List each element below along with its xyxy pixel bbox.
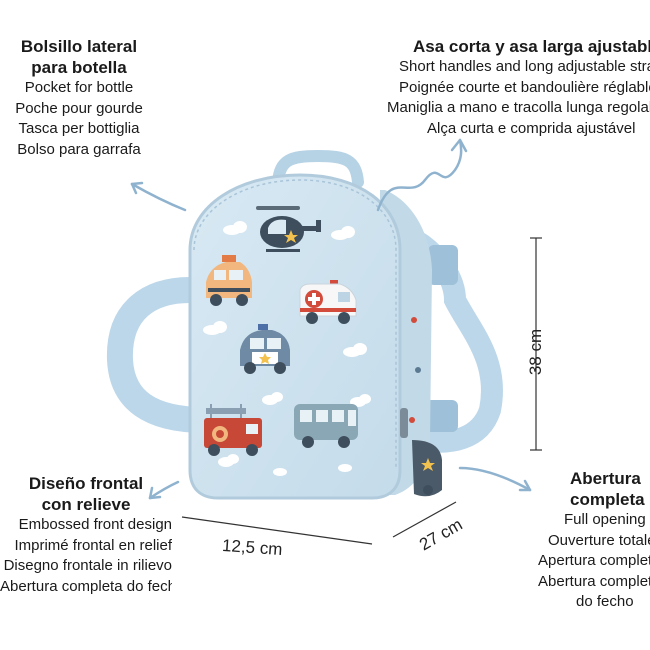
feature-line: Poignée courte et bandoulière réglable — [399, 78, 650, 96]
feature-line: Full opening — [564, 511, 646, 528]
feature-handles: Asa corta y asa larga ajustable Short ha… — [387, 36, 650, 139]
strap-buckle — [428, 245, 458, 285]
feature-line: Poche pour gourde — [15, 99, 143, 117]
ambulance-icon — [299, 280, 357, 324]
feature-title: Diseño frontal — [28, 474, 144, 493]
feature-line: Bolso para garrafa — [17, 140, 141, 158]
dimension-width: 12,5 cm — [221, 535, 284, 560]
shoulder-strap — [106, 277, 218, 433]
helicopter-icon — [256, 206, 321, 252]
feature-line: Tasca per bottiglia — [18, 120, 140, 137]
dimension-lines — [181, 237, 542, 545]
feature-title: Bolsillo lateral — [20, 37, 138, 56]
feature-front: Diseño frontal con relieve Embossed fron… — [0, 473, 172, 597]
feature-line: Disegno frontale in rilievo — [3, 557, 172, 574]
feature-line: Embossed front design — [18, 516, 172, 533]
feature-title: para botella — [31, 58, 127, 77]
fire-truck-icon — [204, 404, 262, 456]
feature-line: Ouverture totale — [548, 531, 650, 549]
feature-line: Abertura completa do fecho — [0, 577, 172, 595]
taxi-icon — [206, 255, 252, 306]
feature-pocket: Bolsillo lateral para botella Pocket for… — [4, 36, 154, 160]
bus-icon — [294, 404, 358, 448]
feature-line: Pocket for bottle — [24, 79, 134, 96]
feature-line: Maniglia a mano e tracolla lunga regolab… — [387, 99, 650, 116]
feature-line: Abertura completa — [538, 572, 650, 590]
zipper-pull-icon — [400, 408, 442, 497]
feature-title: Abertura — [570, 469, 641, 488]
feature-opening: Abertura completa Full opening Ouverture… — [538, 468, 650, 613]
police-car-icon — [240, 324, 290, 374]
feature-title: completa — [570, 490, 645, 509]
feature-title: Asa corta y asa larga ajustable — [413, 37, 650, 56]
dimension-height: 38 cm — [526, 328, 545, 376]
feature-title: con relieve — [41, 495, 131, 514]
feature-line: Apertura completa — [538, 552, 650, 569]
feature-line: do fecho — [576, 593, 634, 610]
feature-line: Alça curta e comprida ajustável — [427, 119, 636, 137]
feature-line: Imprimé frontal en relief — [14, 536, 172, 554]
cloud-icon — [203, 221, 371, 476]
feature-line: Short handles and long adjustable strap — [399, 58, 650, 75]
arrow-icon — [130, 138, 532, 500]
top-handle — [272, 149, 364, 188]
